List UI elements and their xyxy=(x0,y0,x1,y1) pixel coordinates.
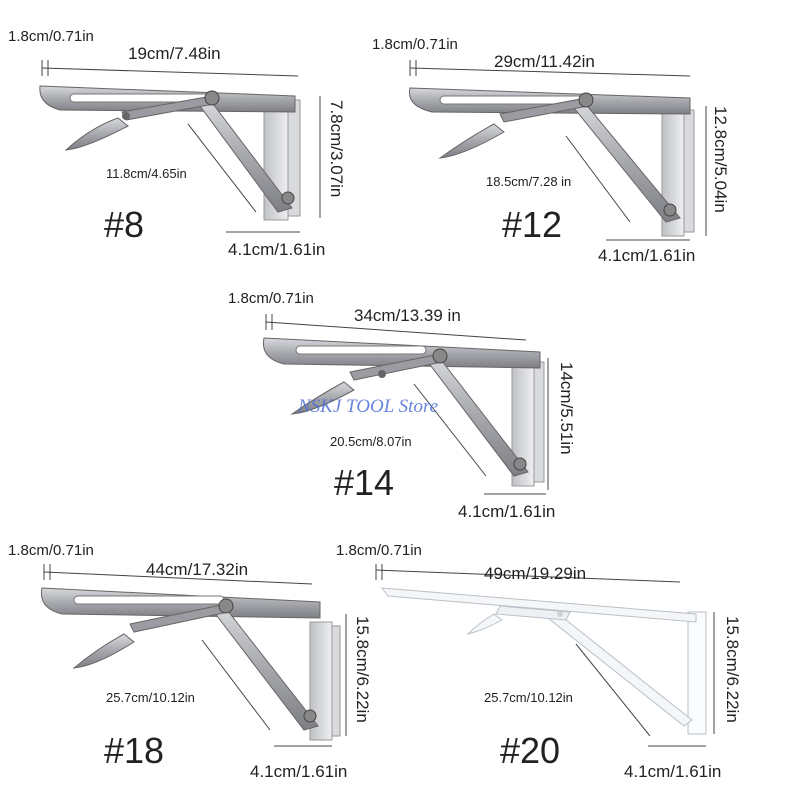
bracket-18-image xyxy=(40,587,341,741)
bracket-20-model: #20 xyxy=(500,730,561,771)
bracket-12-length: 29cm/11.42in xyxy=(494,52,595,71)
bracket-8-brace-length: 11.8cm/4.65in xyxy=(106,166,187,181)
bracket-12-thickness: 1.8cm/0.71in xyxy=(372,36,458,53)
bracket-12-mount-width: 4.1cm/1.61in xyxy=(598,246,696,265)
bracket-14-image xyxy=(262,337,545,487)
bracket-14-mount-width: 4.1cm/1.61in xyxy=(458,502,556,521)
bracket-14-brace-length: 20.5cm/8.07in xyxy=(330,434,412,449)
bracket-14-model: #14 xyxy=(334,462,395,503)
bracket-18-thickness: 1.8cm/0.71in xyxy=(8,542,94,559)
bracket-20-brace-length: 25.7cm/10.12in xyxy=(484,690,573,705)
bracket-20-length: 49cm/19.29in xyxy=(484,564,587,583)
bracket-18-length: 44cm/17.32in xyxy=(146,560,249,579)
bracket-8-height: 7.8cm/3.07in xyxy=(327,100,346,198)
bracket-12-image xyxy=(408,87,695,237)
bracket-18-model: #18 xyxy=(104,730,165,771)
bracket-20-image xyxy=(380,587,707,735)
bracket-18-brace-length: 25.7cm/10.12in xyxy=(106,690,195,705)
bracket-8-model: #8 xyxy=(104,204,145,245)
bracket-12-brace-length: 18.5cm/7.28 in xyxy=(486,174,572,189)
bracket-12-model: #12 xyxy=(502,204,563,245)
bracket-8-length: 19cm/7.48in xyxy=(128,44,221,63)
bracket-14-thickness: 1.8cm/0.71in xyxy=(228,290,314,307)
bracket-8-mount-width: 4.1cm/1.61in xyxy=(228,240,326,259)
bracket-12-height: 12.8cm/5.04in xyxy=(711,106,730,213)
bracket-18-height: 15.8cm/6.22in xyxy=(353,616,372,723)
bracket-8-length-line xyxy=(41,67,299,77)
bracket-14-length: 34cm/13.39 in xyxy=(354,306,461,325)
bracket-8-thickness: 1.8cm/0.71in xyxy=(8,28,94,45)
bracket-18-mount-width: 4.1cm/1.61in xyxy=(250,762,348,781)
store-watermark: NSKJ TOOL Store xyxy=(298,396,439,417)
bracket-20-height: 15.8cm/6.22in xyxy=(723,616,742,723)
bracket-8-image xyxy=(39,85,301,221)
bracket-14-height: 14cm/5.51in xyxy=(557,362,576,455)
bracket-20-mount-width: 4.1cm/1.61in xyxy=(624,762,722,781)
bracket-20-thickness: 1.8cm/0.71in xyxy=(336,542,422,559)
